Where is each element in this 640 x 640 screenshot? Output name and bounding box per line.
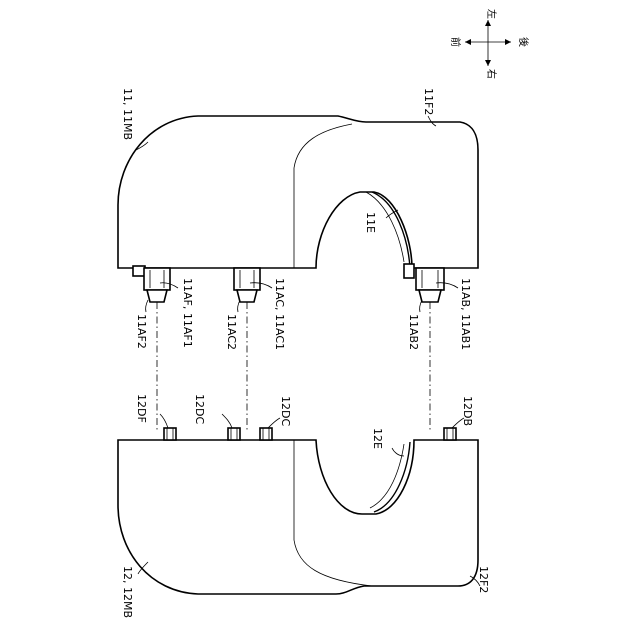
socket-12df-body — [164, 428, 176, 440]
label-12df: 12DF — [135, 394, 148, 423]
arrow-right-icon — [485, 60, 491, 66]
arrow-front-icon — [465, 39, 471, 45]
pin-11ab-body — [416, 268, 444, 290]
label-11e: 11E — [364, 212, 377, 233]
direction-rear-label: 後 — [517, 37, 530, 47]
direction-left-label: 左 — [485, 9, 498, 19]
pin-11af — [133, 266, 170, 302]
socket-12dc-1-body — [228, 428, 240, 440]
direction-indicator: 前 後 左 右 — [449, 9, 530, 79]
socket-12db-body — [444, 428, 456, 440]
arrow-left-icon — [485, 20, 491, 26]
arrow-rear-icon — [505, 39, 511, 45]
label-11ab2: 11AB2 — [407, 314, 420, 350]
label-11ab-11ab1: 11AB, 11AB1 — [459, 278, 472, 350]
socket-12dc-1 — [228, 428, 240, 440]
label-12f2: 12F2 — [477, 566, 490, 593]
label-11-11mb: 11, 11MB — [121, 88, 134, 140]
label-11af2: 11AF2 — [135, 314, 148, 349]
label-11ac2: 11AC2 — [225, 314, 238, 350]
label-12dc-2: 12DC — [279, 396, 292, 426]
pin-11ac — [234, 268, 260, 302]
upper-housing — [118, 116, 478, 302]
pin-11ac-body — [234, 268, 260, 290]
label-11af-11af1: 11AF, 11AF1 — [181, 278, 194, 348]
direction-right-label: 右 — [485, 69, 498, 79]
lower-housing-outline — [118, 440, 478, 594]
upper-housing-outline — [118, 116, 478, 268]
label-11ac-11ac1: 11AC, 11AC1 — [273, 278, 286, 350]
socket-12db — [444, 428, 456, 440]
socket-12dc-2-body — [260, 428, 272, 440]
label-12dc-1: 12DC — [193, 394, 206, 424]
direction-front-label: 前 — [449, 37, 462, 47]
pin-11af-body — [144, 268, 170, 290]
socket-12dc-2 — [260, 428, 272, 440]
label-12-12mb: 12, 12MB — [121, 566, 134, 618]
pin-11ab-base — [404, 264, 414, 278]
label-12e: 12E — [371, 428, 384, 449]
pin-11af-base — [133, 266, 145, 276]
pin-11af-tip — [147, 290, 167, 302]
lower-housing — [118, 428, 478, 594]
socket-12df — [164, 428, 176, 440]
label-11f2: 11F2 — [422, 88, 435, 115]
label-12db: 12DB — [461, 396, 474, 426]
